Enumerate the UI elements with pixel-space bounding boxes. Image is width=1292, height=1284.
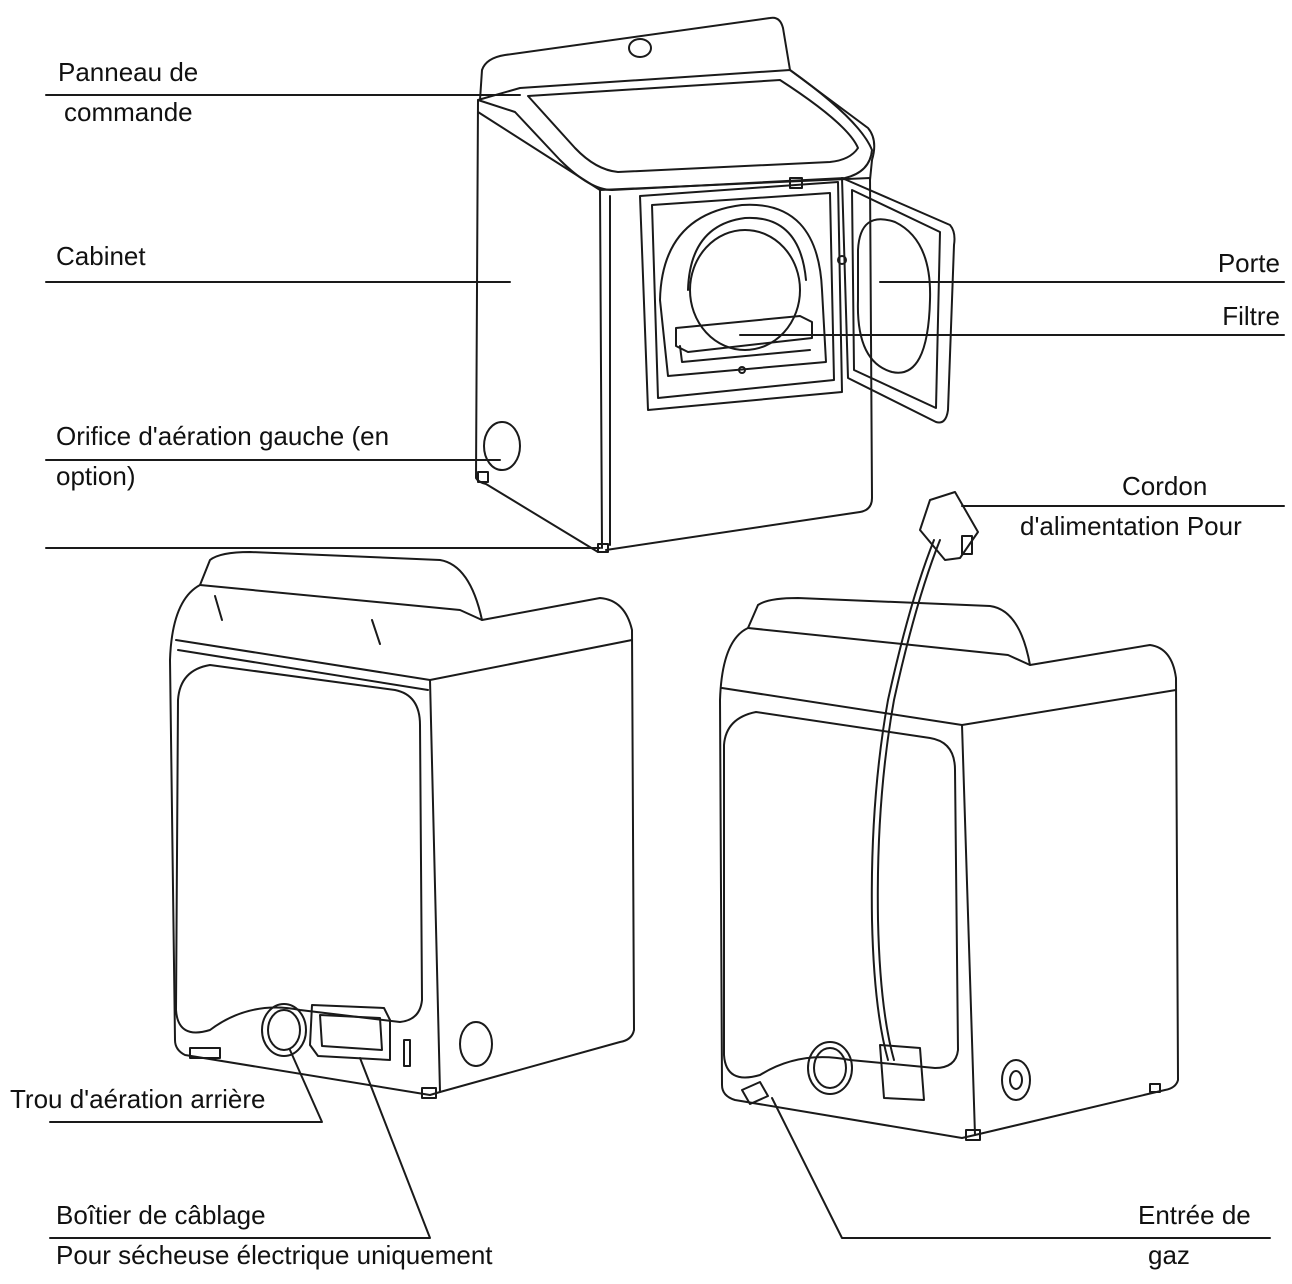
gas-box [879, 1044, 925, 1101]
rear-dryer-gas [719, 491, 1179, 1141]
label-wiring-box-line1: Boîtier de câblage [56, 1200, 266, 1230]
front-dryer [475, 16, 956, 553]
control-console [479, 16, 876, 181]
leader-lines [45, 94, 1285, 1239]
label-gas-inlet-line2: gaz [1148, 1240, 1190, 1270]
cabinet-front [599, 177, 873, 551]
rear-panel-right [723, 711, 959, 1079]
label-rear-vent: Trou d'aération arrière [10, 1084, 266, 1114]
label-left-vent: Orifice d'aération gauche (en option) [56, 416, 389, 496]
label-cabinet: Cabinet [56, 241, 146, 271]
rear-panel-left [175, 664, 423, 1034]
label-control-panel: Panneau de commande [58, 52, 198, 132]
power-plug [919, 491, 979, 561]
label-wiring-box-line2: Pour sécheuse électrique uniquement [56, 1240, 493, 1270]
rear-dryer-electric [169, 551, 635, 1099]
label-gas-inlet-line1: Entrée de [1138, 1200, 1251, 1230]
rear-vent [261, 1003, 307, 1057]
label-control-panel-line1: Panneau de [58, 57, 199, 87]
label-control-panel-line2: commande [64, 97, 193, 127]
label-power-cord-line1: Cordon [1122, 471, 1208, 501]
cabinet-side [475, 99, 599, 553]
door-opening [639, 181, 843, 411]
leader-gas-inlet [771, 1097, 1271, 1239]
label-power-cord-line2: d'alimentation Pour [1020, 511, 1242, 541]
lint-filter [675, 315, 813, 353]
open-door [841, 177, 956, 424]
label-filter: Filtre [1222, 301, 1280, 331]
label-left-vent-line1: Orifice d'aération gauche (en [56, 421, 390, 451]
gas-inlet-pipe [741, 1081, 769, 1105]
drum [659, 203, 827, 377]
label-gas-inlet: Entrée de gaz [1138, 1195, 1251, 1275]
power-cord [870, 539, 935, 1061]
rear-vent-gas [807, 1041, 853, 1095]
door-glass [856, 218, 932, 374]
label-door: Porte [1217, 248, 1280, 278]
leader-wiring-box [49, 1057, 431, 1239]
wiring-box [309, 1004, 391, 1061]
lid [477, 69, 873, 191]
leader-rear-vent [49, 1049, 323, 1123]
label-left-vent-line2: option) [56, 461, 136, 491]
side-vent-hole [483, 421, 521, 471]
control-knob [628, 38, 652, 58]
label-wiring-box: Boîtier de câblage Pour sécheuse électri… [56, 1195, 493, 1275]
label-power-cord: Cordon d'alimentation Pour [1020, 466, 1242, 546]
